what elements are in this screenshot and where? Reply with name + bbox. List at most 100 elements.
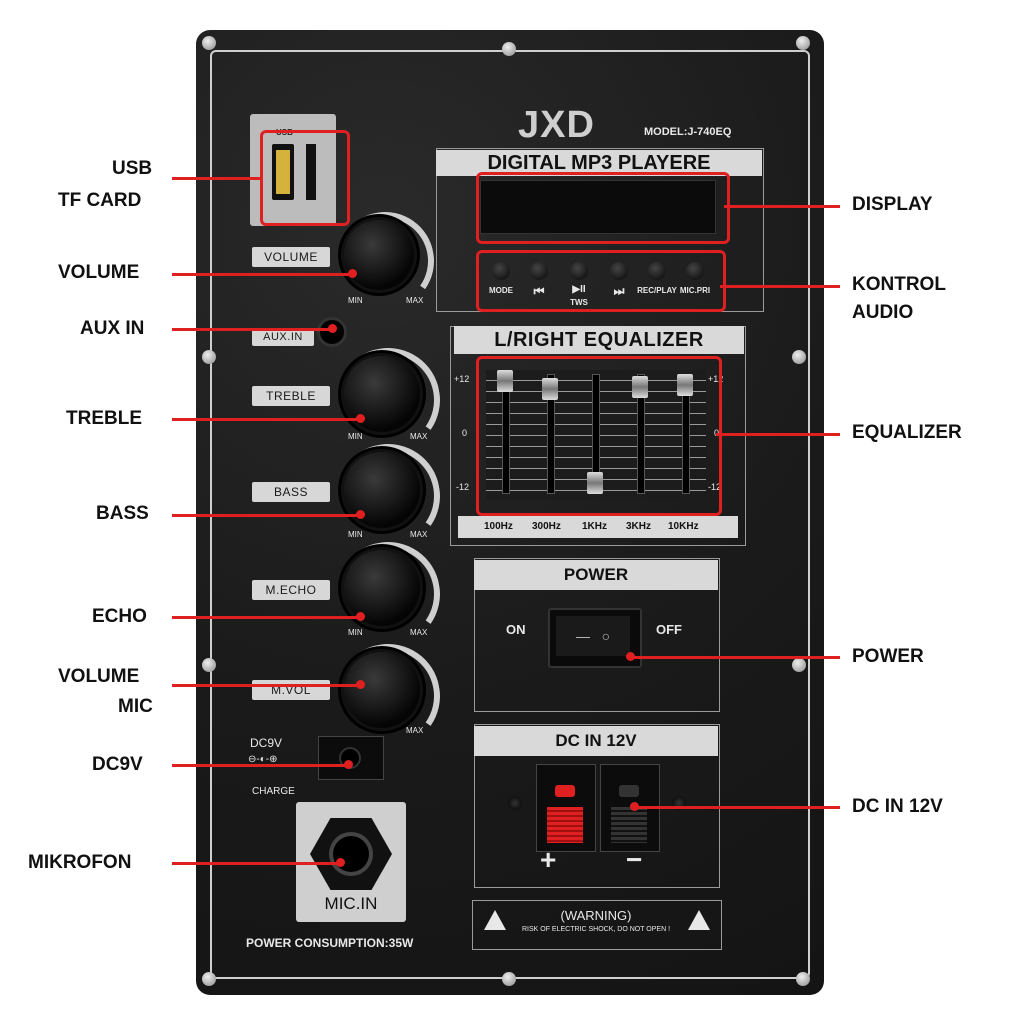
screw [796, 36, 810, 50]
eq-slider-knob[interactable] [677, 374, 693, 396]
brand-logo: JXD [518, 104, 595, 146]
eq-band-plate [458, 516, 738, 538]
callout-line [172, 273, 352, 276]
screw [792, 658, 806, 672]
warning-box [472, 900, 722, 950]
callout-bass: BASS [96, 503, 149, 524]
next-button[interactable] [610, 262, 628, 280]
callout-line [636, 806, 840, 809]
screw [202, 658, 216, 672]
bass-min: MIN [348, 530, 363, 539]
eq-slider-3khz[interactable] [637, 374, 645, 494]
callout-line [632, 656, 840, 659]
callout-dot [356, 510, 365, 519]
equalizer-highlight [476, 356, 722, 516]
callout-dot [328, 324, 337, 333]
tf-card-slot[interactable] [306, 144, 316, 200]
callout-aux-in: AUX IN [80, 318, 145, 339]
eq-tick: 0 [462, 428, 468, 438]
power-title: POWER [474, 560, 718, 590]
screw [502, 972, 516, 986]
prev-button[interactable] [530, 262, 548, 280]
power-consumption: POWER CONSUMPTION:35W [246, 936, 414, 950]
play-pause-button[interactable] [570, 262, 588, 280]
on-label: ON [506, 622, 526, 637]
callout-dot [630, 802, 639, 811]
eq-slider-knob[interactable] [497, 370, 513, 392]
echo-plate: M.ECHO [252, 580, 330, 600]
mic-volume-max: MAX [406, 726, 424, 735]
mic-volume-knob[interactable] [344, 652, 420, 728]
volume-min: MIN [348, 296, 363, 305]
terminal-screw [508, 796, 522, 810]
warning-icon [688, 910, 710, 930]
screw [502, 42, 516, 56]
warning-title: (WARNING) [560, 908, 632, 923]
eq-tick: -12 [708, 482, 722, 492]
mp3-display [480, 180, 716, 234]
treble-max: MAX [410, 432, 428, 441]
screw [202, 36, 216, 50]
callout-volume: VOLUME [58, 262, 140, 283]
eq-slider-knob[interactable] [632, 376, 648, 398]
mode-label: MODE [489, 286, 513, 295]
mic-in-plate: MIC.IN [296, 802, 406, 922]
eq-band-label: 3KHz [626, 521, 652, 532]
callout-line [724, 205, 840, 208]
callout-dot [356, 612, 365, 621]
callout-audio: AUDIO [852, 302, 914, 323]
warning-icon [484, 910, 506, 930]
controls-highlight [476, 250, 726, 312]
mic-volume-plate: M.VOL [252, 680, 330, 700]
positive-terminal[interactable] [536, 764, 596, 852]
play-pause-icon: ▶II [572, 284, 586, 295]
eq-left-scale: +12 0 -12 [450, 364, 480, 494]
eq-slider-knob[interactable] [542, 378, 558, 400]
rec-play-label: REC/PLAY [637, 286, 677, 295]
mic-in-label: MIC.IN [324, 894, 378, 913]
rec-play-button[interactable] [648, 262, 666, 280]
eq-band-label: 300Hz [532, 521, 561, 532]
mic-pri-label: MIC.PRI [679, 286, 711, 295]
callout-line [172, 862, 340, 865]
charge-label: CHARGE [252, 786, 295, 797]
callout-echo: ECHO [92, 606, 147, 627]
callout-kontrol: KONTROL [852, 274, 946, 295]
minus-symbol: − [626, 844, 643, 875]
power-section [474, 558, 720, 712]
callout-line [720, 285, 840, 288]
screw [796, 972, 810, 986]
eq-slider-300hz[interactable] [547, 374, 555, 494]
volume-plate: VOLUME [252, 247, 330, 267]
bass-max: MAX [410, 530, 428, 539]
screw [202, 972, 216, 986]
plus-symbol: + [540, 844, 557, 875]
mp3-title: DIGITAL MP3 PLAYERE [436, 150, 762, 176]
eq-tick: +12 [708, 374, 724, 384]
dc9v-jack[interactable] [318, 736, 384, 780]
callout-display: DISPLAY [852, 194, 933, 215]
callout-line [172, 764, 348, 767]
mic-in-jack[interactable] [310, 818, 392, 890]
usb-port[interactable] [272, 144, 294, 200]
treble-plate: TREBLE [252, 386, 330, 406]
callout-mikrofon: MIKROFON [28, 852, 132, 873]
next-icon: ⏭ [613, 284, 625, 298]
mic-pri-button[interactable] [686, 262, 704, 280]
dc12v-title: DC IN 12V [474, 726, 718, 756]
eq-tick: +12 [454, 374, 470, 384]
usb-highlight [260, 130, 350, 226]
callout-volume-mic: VOLUME [58, 666, 140, 687]
echo-max: MAX [410, 628, 428, 637]
mode-button[interactable] [492, 262, 510, 280]
echo-min: MIN [348, 628, 363, 637]
bass-plate: BASS [252, 482, 330, 502]
callout-tf-card: TF CARD [58, 190, 142, 211]
treble-min: MIN [348, 432, 363, 441]
callout-dot [356, 680, 365, 689]
eq-band-label: 1KHz [582, 521, 608, 532]
volume-knob[interactable] [344, 220, 414, 290]
callout-dot [336, 858, 345, 867]
screw [202, 350, 216, 364]
eq-slider-knob[interactable] [587, 472, 603, 494]
